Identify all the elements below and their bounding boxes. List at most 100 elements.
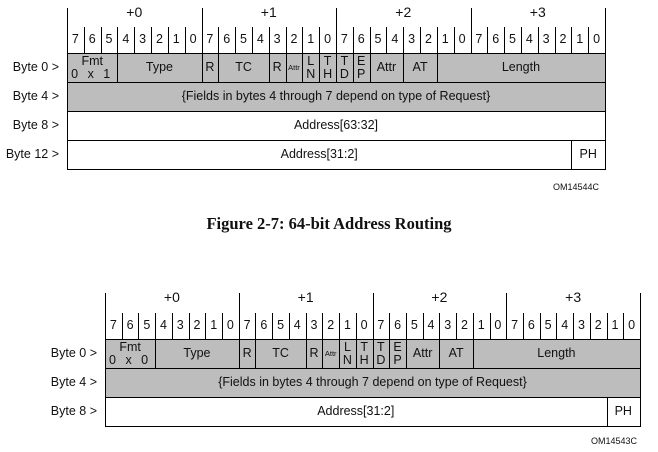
bottom-field-at: AT xyxy=(439,339,473,368)
bottom-bit-number: 0 xyxy=(360,318,368,332)
bottom-bit-divider xyxy=(506,293,508,339)
bottom-bit-number: 4 xyxy=(293,318,301,332)
bottom-bit-divider xyxy=(155,313,157,339)
top-field-r1: R xyxy=(201,53,219,82)
bottom-row-border xyxy=(105,397,641,398)
bottom-bit-divider xyxy=(288,313,290,339)
bottom-bit-divider xyxy=(188,313,190,339)
top-bit-divider xyxy=(588,27,590,53)
top-bit-number: 4 xyxy=(256,32,264,46)
top-bit-number: 1 xyxy=(172,32,180,46)
bottom-field-th-top: T xyxy=(360,339,368,354)
top-frame-right xyxy=(605,53,606,169)
top-bit-number: 5 xyxy=(105,32,113,46)
top-field-divider xyxy=(319,53,321,82)
bottom-field-tc: TC xyxy=(255,339,306,368)
top-field-divider xyxy=(352,53,354,82)
top-field-divider xyxy=(436,53,438,82)
top-bit-divider xyxy=(487,27,489,53)
bottom-bit-divider xyxy=(121,313,123,339)
bottom-bit-number: 3 xyxy=(578,318,585,332)
top-field-divider xyxy=(218,53,220,82)
bottom-bit-number: 0 xyxy=(494,318,502,332)
top-bit-number: 1 xyxy=(576,32,584,46)
top-field-ep-bottom: P xyxy=(357,66,366,81)
top-field-th-top: T xyxy=(323,53,332,68)
top-bit-number: 6 xyxy=(223,32,231,46)
top-bit-number: 7 xyxy=(71,32,79,46)
bottom-row-border xyxy=(105,368,641,369)
top-bit-divider xyxy=(554,27,556,53)
top-bit-divider xyxy=(83,27,85,53)
bottom-bit-number: 0 xyxy=(628,318,636,332)
top-row-border xyxy=(67,140,606,141)
bottom-field-divider xyxy=(355,339,357,368)
bottom-field-attr: Attr xyxy=(405,339,440,368)
bottom-bit-divider xyxy=(255,313,257,339)
top-bit-number: 4 xyxy=(122,32,130,46)
top-bit-divider xyxy=(251,27,253,53)
top-field-at: AT xyxy=(403,53,437,82)
top-bit-divider xyxy=(571,27,573,53)
bottom-field-type: Type xyxy=(155,339,239,368)
bottom-field-divider xyxy=(322,339,324,368)
bottom-bit-divider xyxy=(472,313,474,339)
bottom-bit-number: 4 xyxy=(427,318,435,332)
bottom-row-label: Byte 4 > xyxy=(50,374,97,389)
top-bit-divider xyxy=(67,8,68,53)
bottom-row-label: Byte 0 > xyxy=(50,345,97,360)
bottom-bit-divider xyxy=(456,313,458,339)
figure-code-bottom: OM14543C xyxy=(591,436,638,446)
bottom-bit-divider xyxy=(405,313,407,339)
top-field-fmt-top: Fmt xyxy=(81,53,103,68)
top-bit-number: 6 xyxy=(357,32,365,46)
top-field-r2: R xyxy=(268,53,286,82)
bottom-field-divider xyxy=(155,339,157,368)
bottom-row-border xyxy=(105,339,641,340)
bottom-bit-number: 3 xyxy=(176,318,184,332)
top-bit-divider xyxy=(436,27,438,53)
top-bit-divider xyxy=(184,27,186,53)
bottom-bit-number: 0 xyxy=(226,318,234,332)
bottom-field-divider xyxy=(472,339,474,368)
top-field-td-bottom: D xyxy=(339,66,349,81)
top-row-border xyxy=(67,82,606,83)
top-bit-number: 2 xyxy=(290,32,298,46)
top-field-th-bottom: H xyxy=(323,66,333,81)
bottom-bit-number: 2 xyxy=(460,318,468,332)
top-row-label: Byte 8 > xyxy=(12,117,59,132)
top-bit-divider xyxy=(268,27,270,53)
bottom-bit-divider xyxy=(422,313,424,339)
bottom-field-divider xyxy=(255,339,257,368)
bottom-bit-divider xyxy=(138,313,140,339)
top-bit-number: 3 xyxy=(273,32,281,46)
top-field-tc: TC xyxy=(218,53,269,82)
top-row-content: Address[63:32] xyxy=(67,111,605,140)
bottom-field-divider xyxy=(305,339,307,368)
top-field-divider xyxy=(268,53,270,82)
bottom-bit-divider xyxy=(105,293,106,339)
bottom-bit-number: 1 xyxy=(611,318,619,332)
bottom-bit-number: 5 xyxy=(544,318,552,332)
bottom-bit-divider xyxy=(539,313,541,339)
top-byte-offset: +3 xyxy=(529,4,546,20)
top-bit-divider xyxy=(201,8,203,53)
top-bit-divider xyxy=(420,27,422,53)
top-bit-number: 1 xyxy=(307,32,315,46)
bottom-field-th-bottom: H xyxy=(359,352,369,367)
bottom-bit-number: 2 xyxy=(193,318,201,332)
bottom-bit-divider xyxy=(640,293,641,339)
bottom-field-divider xyxy=(606,397,608,426)
top-bit-divider xyxy=(403,27,405,53)
top-bit-divider xyxy=(336,8,337,53)
bottom-bit-number: 6 xyxy=(527,318,535,332)
top-bit-divider xyxy=(605,8,606,53)
bottom-field-ln-bottom: N xyxy=(342,352,352,367)
bottom-row-content: Address[31:2] xyxy=(105,397,607,426)
top-field-ln-bottom: N xyxy=(306,66,316,81)
top-bit-number: 5 xyxy=(374,32,382,46)
bottom-bit-number: 7 xyxy=(243,318,251,332)
top-row-border xyxy=(67,111,606,112)
